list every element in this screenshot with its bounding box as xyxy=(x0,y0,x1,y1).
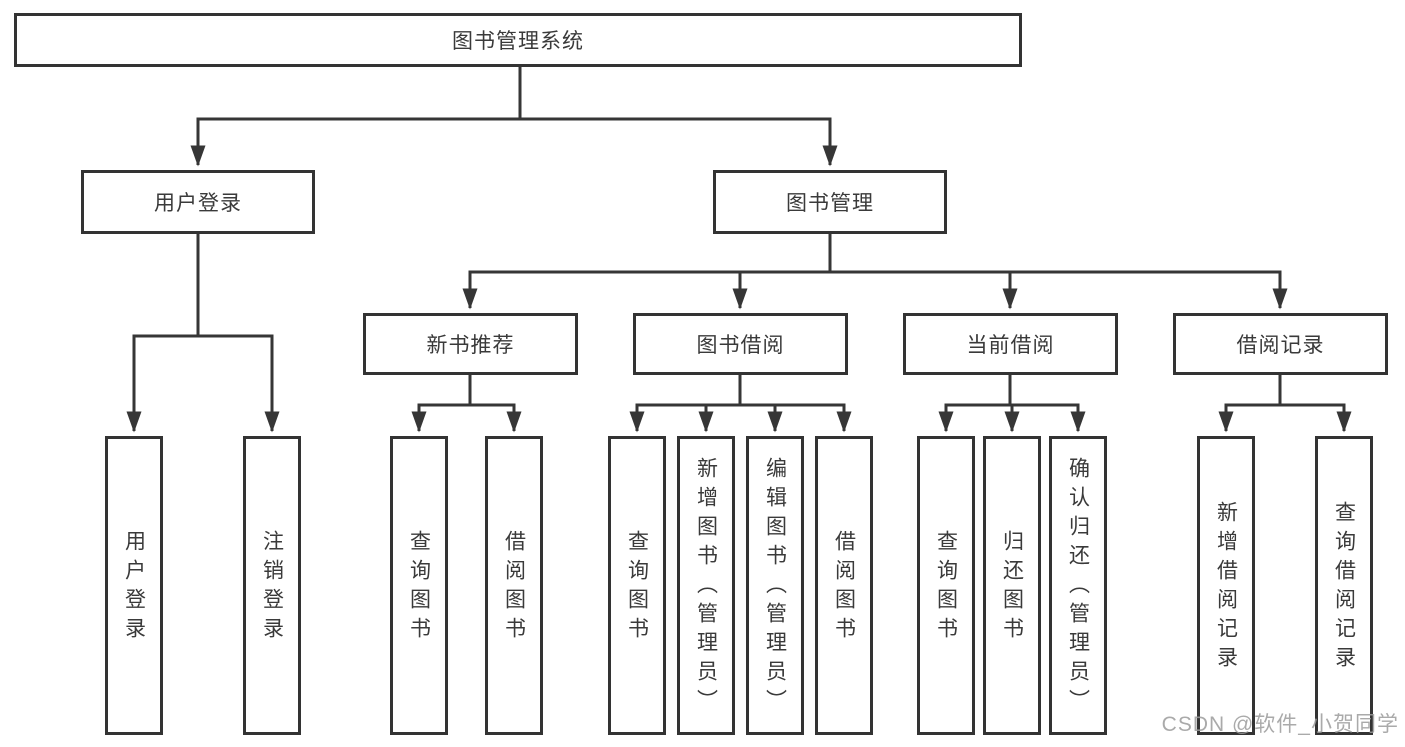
leaf-add-books-admin: 新增图书（管理员） xyxy=(677,436,735,735)
leaf-query-borrow-record: 查询借阅记录 xyxy=(1315,436,1373,735)
leaf-borrow-books-2: 借阅图书 xyxy=(815,436,873,735)
node-current-borrowing: 当前借阅 xyxy=(903,313,1118,375)
leaf-query-books-3: 查询图书 xyxy=(917,436,975,735)
leaf-user-login: 用户登录 xyxy=(105,436,163,735)
node-new-book-recommend: 新书推荐 xyxy=(363,313,578,375)
leaf-add-borrow-record: 新增借阅记录 xyxy=(1197,436,1255,735)
leaf-return-books: 归还图书 xyxy=(983,436,1041,735)
leaf-query-books: 查询图书 xyxy=(390,436,448,735)
node-library-system-root: 图书管理系统 xyxy=(14,13,1022,67)
node-borrow-records: 借阅记录 xyxy=(1173,313,1388,375)
leaf-edit-books-admin: 编辑图书（管理员） xyxy=(746,436,804,735)
csdn-watermark: CSDN @软件_小贺同学 xyxy=(1161,713,1399,736)
leaf-borrow-books: 借阅图书 xyxy=(485,436,543,735)
leaf-logout: 注销登录 xyxy=(243,436,301,735)
leaf-query-books-2: 查询图书 xyxy=(608,436,666,735)
leaf-confirm-return-admin: 确认归还（管理员） xyxy=(1049,436,1107,735)
node-book-borrowing: 图书借阅 xyxy=(633,313,848,375)
node-book-management: 图书管理 xyxy=(713,170,947,234)
node-user-login: 用户登录 xyxy=(81,170,315,234)
